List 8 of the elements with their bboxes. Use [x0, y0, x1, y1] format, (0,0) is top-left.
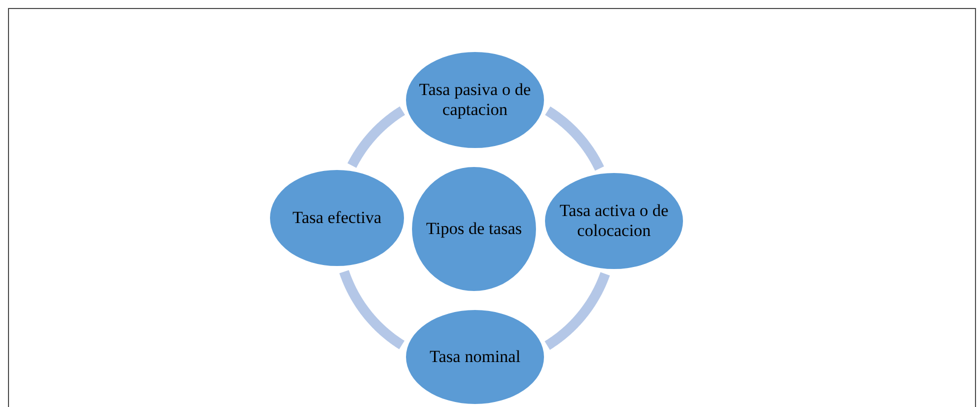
node-label: Tasa activa o de colocacion	[558, 201, 670, 241]
node-label: Tipos de tasas	[425, 219, 523, 239]
node-label: Tasa pasiva o de captacion	[418, 80, 532, 120]
node-label: Tasa nominal	[428, 347, 522, 367]
connector-arc	[339, 268, 406, 350]
node-label: Tasa efectiva	[292, 208, 382, 228]
connector-arc	[543, 270, 610, 350]
connector-arc	[544, 106, 604, 173]
